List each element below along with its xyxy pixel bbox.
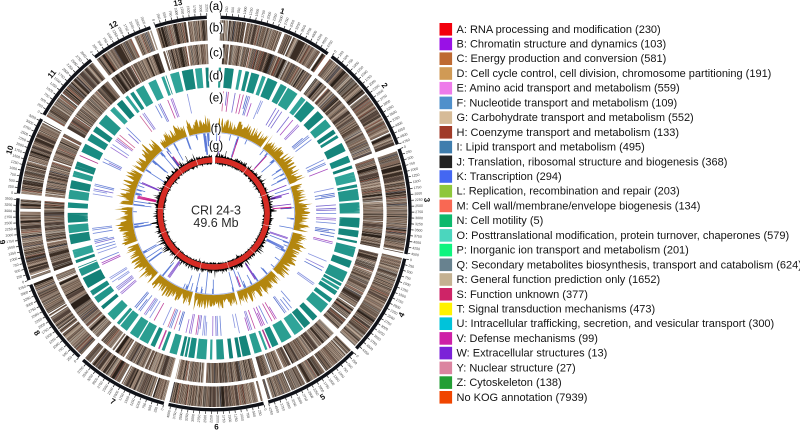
svg-text:(g): (g) — [209, 141, 223, 153]
svg-text:U: Intracellular trafficking,: U: Intracellular trafficking, secretion,… — [457, 318, 775, 330]
svg-text:2750: 2750 — [197, 414, 202, 422]
svg-text:B: Chromatin structure and dyn: B: Chromatin structure and dynamics (103… — [457, 39, 667, 51]
svg-text:(e): (e) — [209, 93, 223, 105]
svg-text:T: Signal transduction mechani: T: Signal transduction mechanisms (473) — [457, 304, 656, 316]
svg-text:3000: 3000 — [191, 414, 196, 422]
svg-text:Q: Secondary metabolites biosy: Q: Secondary metabolites biosynthesis, t… — [457, 259, 800, 271]
svg-text:2250: 2250 — [415, 198, 423, 203]
svg-text:1750: 1750 — [221, 415, 225, 423]
svg-text:D: Cell cycle control, cell di: D: Cell cycle control, cell division, ch… — [457, 68, 772, 80]
svg-text:G: Carbohydrate transport and: G: Carbohydrate transport and metabolism… — [457, 112, 694, 124]
svg-text:Z: Cytoskeleton (138): Z: Cytoskeleton (138) — [457, 377, 562, 389]
svg-text:750: 750 — [237, 7, 242, 13]
svg-text:2000: 2000 — [414, 191, 422, 196]
svg-text:3000: 3000 — [4, 209, 12, 213]
svg-text:F: Nucleotide transport and me: F: Nucleotide transport and metabolism (… — [457, 97, 678, 109]
svg-text:M: Cell wall/membrane/envelope: M: Cell wall/membrane/envelope biogenesi… — [457, 200, 701, 212]
svg-text:2500: 2500 — [203, 415, 207, 423]
svg-text:(c): (c) — [209, 48, 223, 60]
svg-text:250: 250 — [225, 6, 229, 12]
svg-text:N: Cell motility (5): N: Cell motility (5) — [457, 215, 544, 227]
svg-text:2750: 2750 — [415, 210, 423, 214]
svg-text:1500: 1500 — [227, 414, 232, 422]
svg-text:1750: 1750 — [192, 5, 197, 13]
svg-text:H: Coenzyme transport and meta: H: Coenzyme transport and metabolism (13… — [457, 127, 680, 139]
svg-text:2250: 2250 — [5, 227, 13, 232]
svg-text:1250: 1250 — [233, 414, 238, 422]
svg-text:2250: 2250 — [209, 415, 213, 423]
svg-text:W: Extracellular structures (1: W: Extracellular structures (13) — [457, 348, 608, 360]
svg-text:(b): (b) — [209, 23, 223, 35]
svg-text:L: Replication, recombination: L: Replication, recombination and repair… — [457, 186, 680, 198]
svg-text:3250: 3250 — [4, 203, 12, 207]
svg-text:3500: 3500 — [414, 228, 422, 233]
svg-text:I: Lipid transport and metabol: I: Lipid transport and metabolism (495) — [457, 142, 645, 154]
svg-text:(f): (f) — [211, 124, 222, 136]
svg-text:2000: 2000 — [198, 4, 202, 12]
svg-text:No KOG annotation (7939): No KOG annotation (7939) — [457, 392, 588, 404]
svg-text:500: 500 — [231, 7, 236, 13]
svg-text:6: 6 — [214, 422, 219, 431]
svg-text:C: Energy production and conve: C: Energy production and conversion (581… — [457, 53, 667, 65]
svg-text:2500: 2500 — [415, 204, 423, 208]
svg-text:2000: 2000 — [5, 233, 13, 238]
svg-text:3750: 3750 — [414, 234, 422, 239]
svg-text:E: Amino acid transport and me: E: Amino acid transport and metabolism (… — [457, 83, 680, 95]
svg-text:3000: 3000 — [415, 216, 423, 220]
svg-text:P: Inorganic ion transport and: P: Inorganic ion transport and metabolis… — [457, 245, 689, 257]
svg-text:250: 250 — [8, 184, 14, 189]
svg-text:V: Defense mechanisms (99): V: Defense mechanisms (99) — [457, 333, 598, 345]
svg-text:(a): (a) — [209, 1, 223, 13]
svg-text:3250: 3250 — [415, 222, 423, 226]
svg-text:2750: 2750 — [4, 215, 12, 219]
svg-text:K: Transcription (294): K: Transcription (294) — [457, 171, 562, 183]
svg-text:49.6 Mb: 49.6 Mb — [193, 216, 238, 230]
svg-text:R: General function prediction: R: General function prediction only (165… — [457, 274, 661, 286]
svg-text:(d): (d) — [209, 71, 223, 83]
svg-text:3500: 3500 — [5, 197, 13, 202]
svg-text:S: Function unknown (377): S: Function unknown (377) — [457, 289, 588, 301]
svg-text:2500: 2500 — [4, 221, 12, 225]
svg-text:J: Translation, ribosomal stru: J: Translation, ribosomal structure and … — [457, 156, 728, 168]
svg-text:O: Posttranslational modificat: O: Posttranslational modification, prote… — [457, 230, 790, 242]
svg-text:Y: Nuclear structure (27): Y: Nuclear structure (27) — [457, 362, 576, 374]
svg-text:A: RNA processing and modifica: A: RNA processing and modification (230) — [457, 24, 661, 36]
